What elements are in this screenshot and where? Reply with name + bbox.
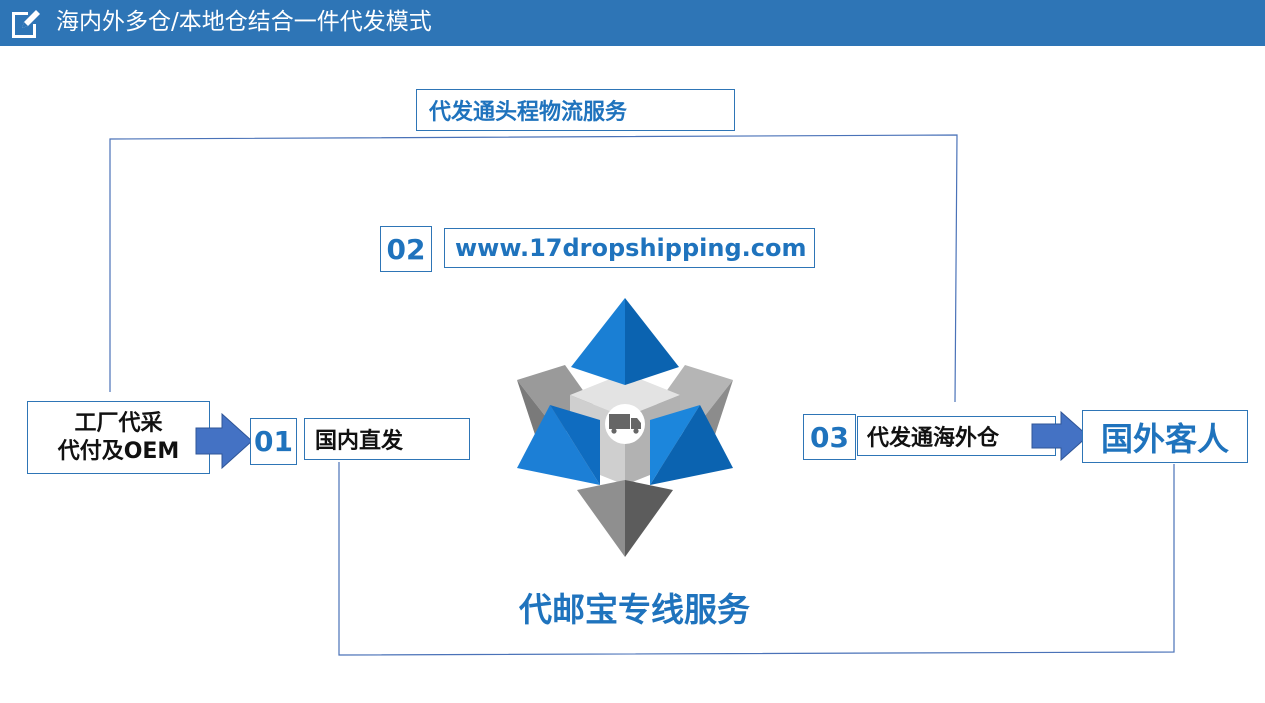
source-line2: 代付及OEM <box>57 438 180 464</box>
source-box: 工厂代采 代付及OEM <box>27 401 210 474</box>
bottom-route-line <box>338 462 1175 656</box>
step-03-number: 03 <box>803 414 856 460</box>
arrow-right-icon <box>1031 411 1089 461</box>
header-bar: 海内外多仓/本地仓结合一件代发模式 <box>0 0 1265 46</box>
step-02-number: 02 <box>380 226 432 272</box>
top-route-label-box: 代发通头程物流服务 <box>416 89 735 131</box>
top-route-line <box>109 134 958 403</box>
delivery-truck-icon <box>605 404 645 444</box>
destination-box: 国外客人 <box>1082 410 1248 463</box>
destination-label: 国外客人 <box>1100 419 1229 458</box>
source-line1: 工厂代采 <box>74 410 163 436</box>
step-01-number: 01 <box>250 418 297 465</box>
top-route-label: 代发通头程物流服务 <box>429 100 628 125</box>
center-gem-graphic <box>517 298 733 557</box>
edit-note-icon <box>12 10 40 38</box>
website-url[interactable]: www.17dropshipping.com <box>455 234 807 262</box>
bottom-route-label: 代邮宝专线服务 <box>519 590 750 629</box>
step-03-label: 代发通海外仓 <box>867 426 1000 451</box>
arrow-right-icon <box>195 413 253 469</box>
step-01-label: 国内直发 <box>315 429 404 454</box>
step-01-label-box: 国内直发 <box>304 418 470 460</box>
step-03-label-box: 代发通海外仓 <box>857 416 1056 456</box>
page-title: 海内外多仓/本地仓结合一件代发模式 <box>56 9 432 35</box>
step-02-label-box: www.17dropshipping.com <box>444 228 815 268</box>
